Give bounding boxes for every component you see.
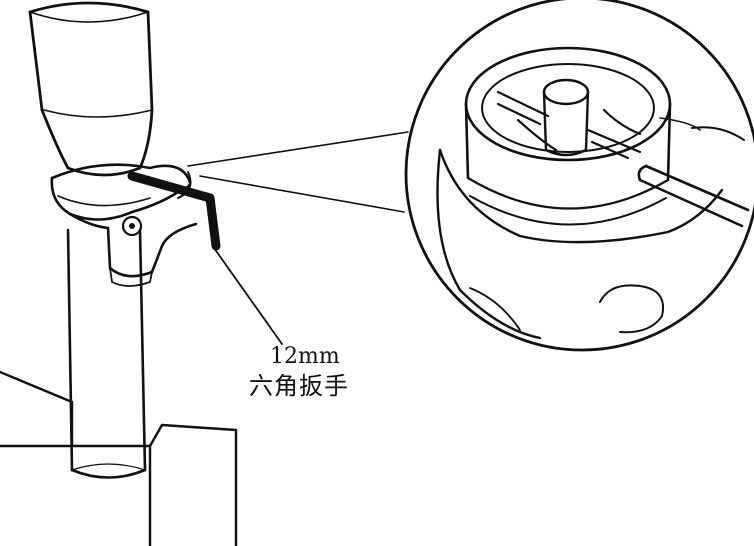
callout-size-label: 12mm: [270, 344, 340, 369]
detail-lower-body: [436, 117, 745, 340]
base-block: [0, 370, 238, 546]
callout-leader-line: [213, 247, 283, 345]
clamp-collar: [50, 163, 198, 287]
callout-tool-label: 六角扳手: [249, 372, 349, 400]
upper-shock-body: [28, 1, 154, 177]
detail-wrench-arm: [637, 164, 750, 228]
detail-internal-bar: [496, 90, 642, 160]
vertical-tube: [66, 228, 147, 479]
zoom-connector-lines: [187, 131, 409, 213]
detail-housing-rim: [464, 46, 672, 226]
detail-center-pin: [542, 78, 590, 157]
hex-wrench: [127, 171, 221, 251]
detail-zoom-view: [404, 0, 754, 352]
